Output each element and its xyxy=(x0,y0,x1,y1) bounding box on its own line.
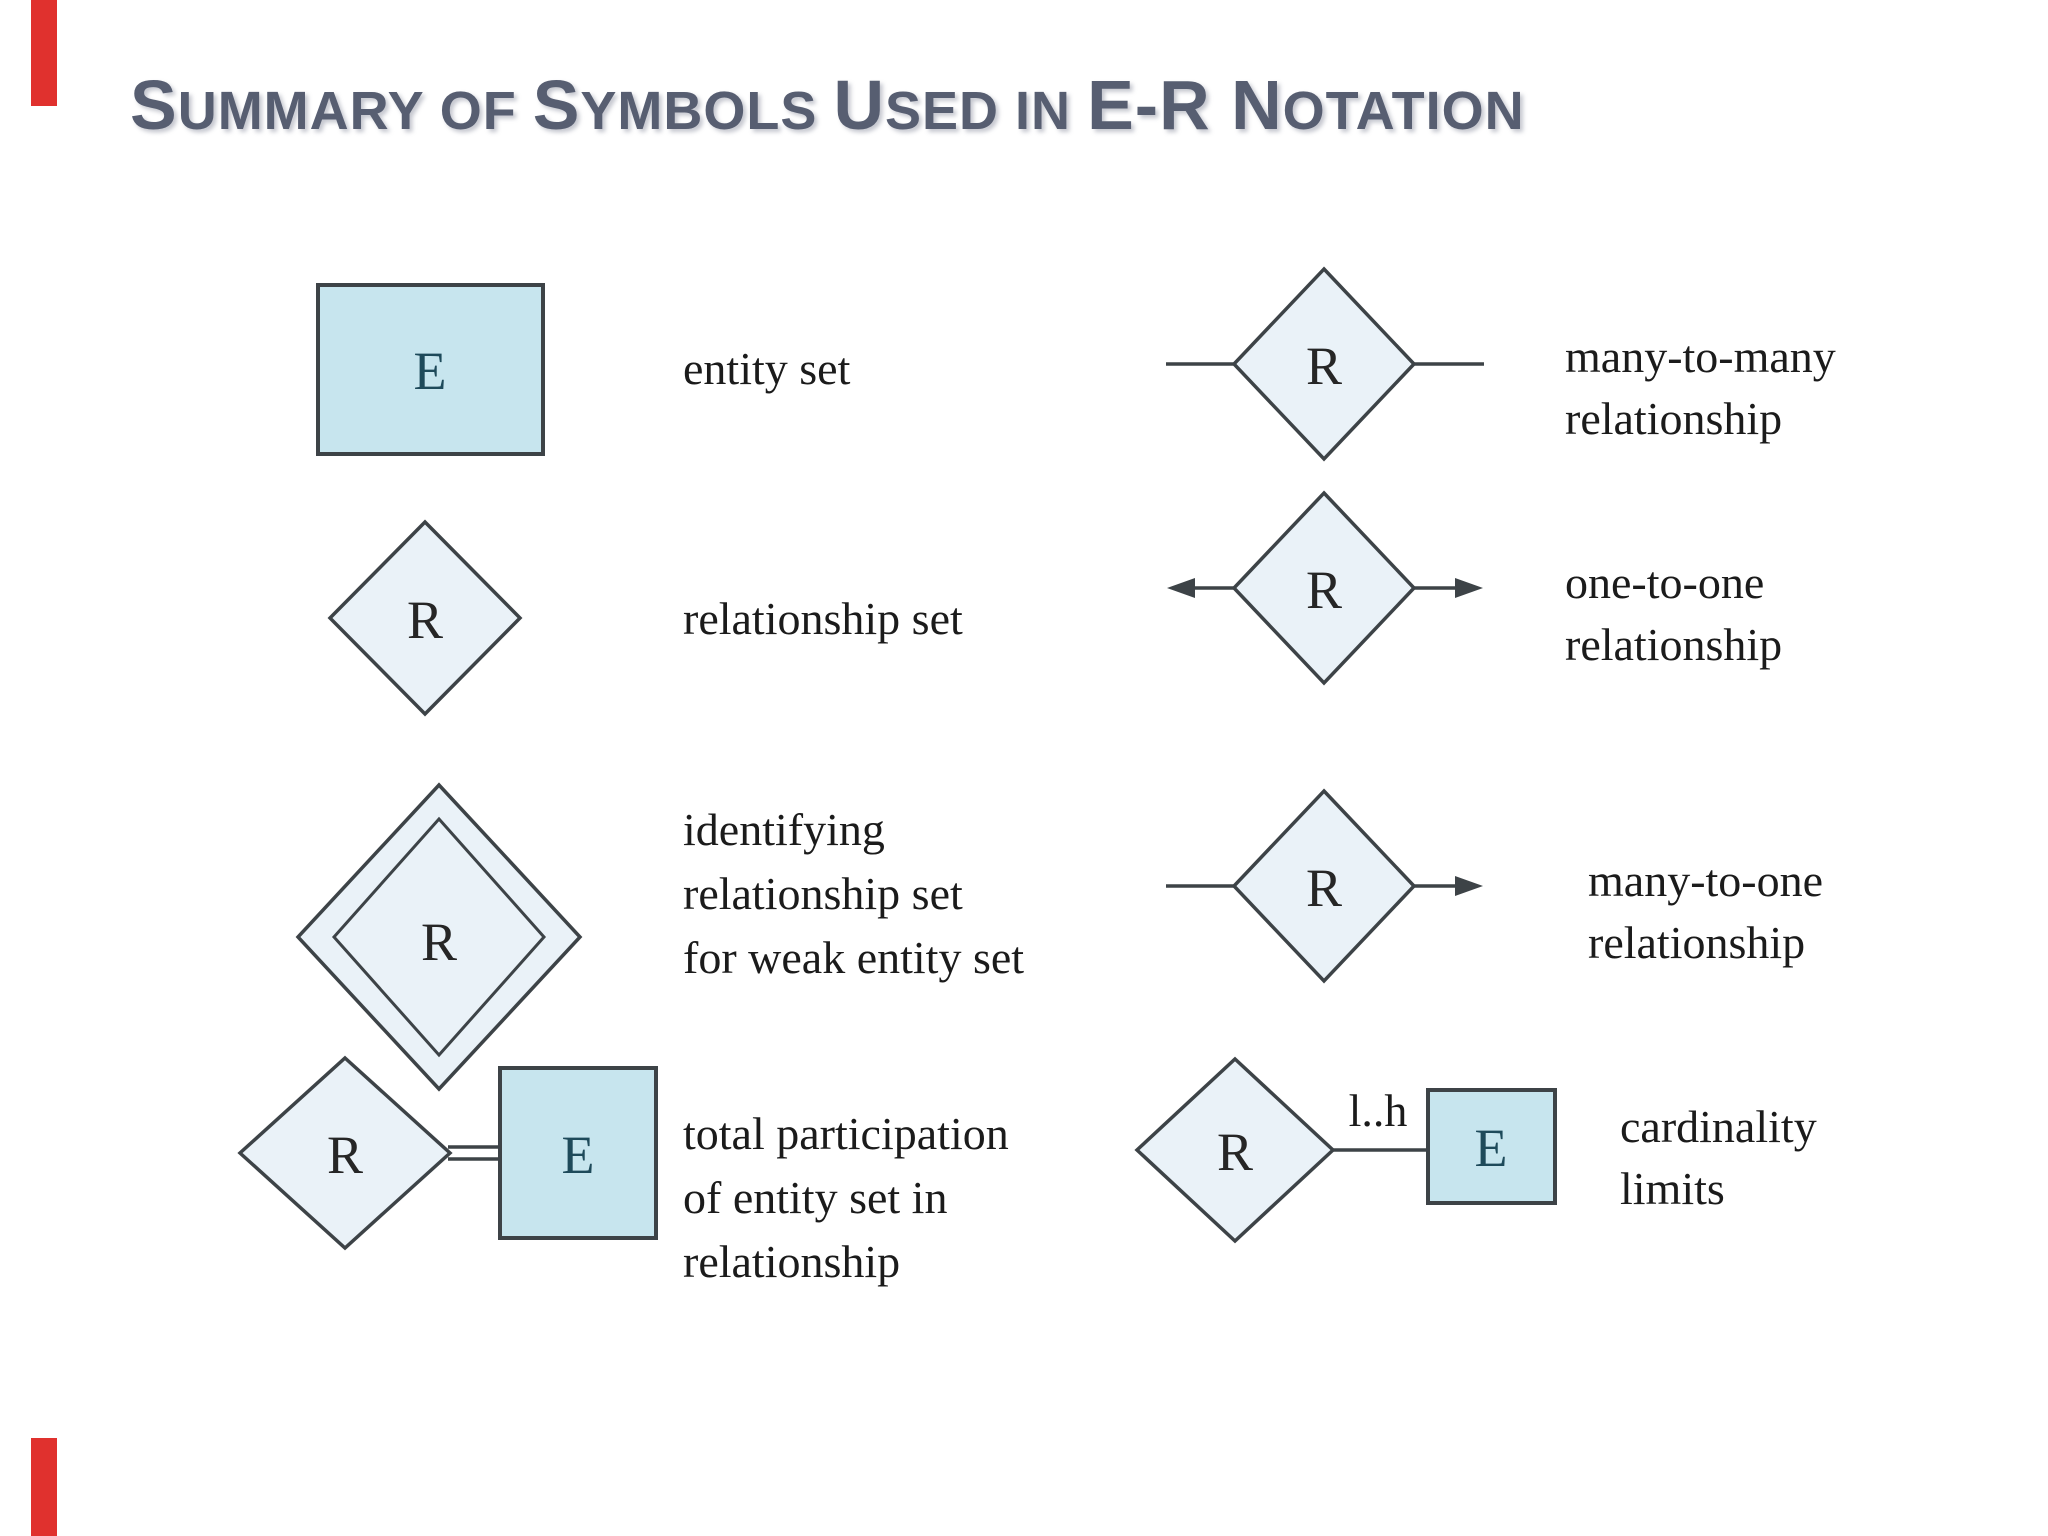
title-segment: IN xyxy=(999,81,1088,142)
total-participation-label: total participation of entity set in rel… xyxy=(683,1108,1009,1287)
cardinality-edge-label: l..h xyxy=(1349,1085,1408,1136)
title-segment: U xyxy=(833,66,885,145)
entity-letter: E xyxy=(1475,1118,1508,1178)
cardinality-limits-label: cardinality limits xyxy=(1620,1101,1817,1214)
relationship-set-label: relationship set xyxy=(683,593,963,644)
relationship-letter: R xyxy=(1306,560,1342,620)
title-segment: UMMARY xyxy=(177,81,424,142)
inner-diamond xyxy=(331,816,547,1058)
many-to-one-symbol: R xyxy=(1166,788,1483,984)
many-to-one-label: many-to-one relationship xyxy=(1588,855,1824,968)
entity-rectangle xyxy=(316,283,545,456)
relationship-set-symbol: R xyxy=(327,519,523,717)
entity-set-symbol: E xyxy=(316,283,545,456)
relationship-diamond xyxy=(1231,788,1417,984)
identifying-relationship-symbol: R xyxy=(295,782,583,1092)
relationship-letter: R xyxy=(327,1125,363,1185)
title-segment xyxy=(817,81,833,141)
arrowhead-right xyxy=(1455,876,1483,896)
many-to-many-symbol: R xyxy=(1166,266,1484,462)
title-segment: E-R N xyxy=(1087,66,1283,145)
relationship-diamond xyxy=(1134,1056,1336,1244)
many-to-many-label: many-to-many relationship xyxy=(1565,331,1836,444)
identifying-letter: R xyxy=(421,912,457,972)
relationship-diamond xyxy=(1231,266,1417,462)
relationship-diamond xyxy=(237,1055,453,1251)
relationship-letter: R xyxy=(1217,1122,1253,1182)
entity-rectangle xyxy=(498,1066,658,1240)
one-to-one-label: one-to-one relationship xyxy=(1565,557,1783,670)
title-segment: S xyxy=(130,66,178,145)
title-segment: S xyxy=(532,66,581,145)
identifying-relationship-label: identifying relationship set for weak en… xyxy=(683,804,1025,983)
page-title: SUMMARY OF SYMBOLS USED IN E-R NOTATION xyxy=(130,65,1525,145)
relationship-diamond xyxy=(327,519,523,717)
title-segment: OTATION xyxy=(1282,81,1525,142)
cardinality-limits-symbol: l..h R E xyxy=(1134,1056,1557,1244)
title-segment: YMBOLS xyxy=(580,81,818,142)
red-edge-mark-bottom xyxy=(31,1438,57,1536)
total-participation-symbol: E R xyxy=(237,1055,658,1251)
arrowhead-left xyxy=(1167,578,1195,598)
relationship-letter: R xyxy=(407,590,443,650)
entity-letter: E xyxy=(562,1125,595,1185)
entity-set-label: entity set xyxy=(683,343,851,394)
title-segment: SED xyxy=(885,81,1000,142)
arrowhead-right xyxy=(1455,578,1483,598)
relationship-letter: R xyxy=(1306,858,1342,918)
red-edge-mark-top xyxy=(31,0,57,106)
outer-diamond xyxy=(295,782,583,1092)
relationship-letter: R xyxy=(1306,336,1342,396)
relationship-diamond xyxy=(1231,490,1417,686)
one-to-one-symbol: R xyxy=(1167,490,1483,686)
entity-rectangle xyxy=(1426,1088,1557,1205)
entity-letter: E xyxy=(414,341,447,401)
title-segment: OF xyxy=(423,81,533,142)
